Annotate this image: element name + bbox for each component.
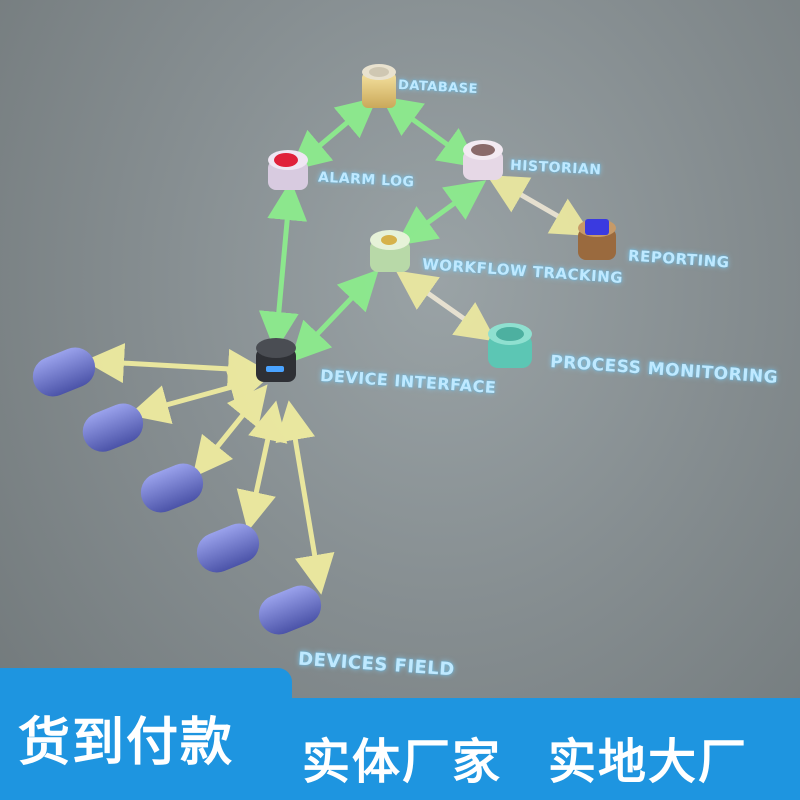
process-monitoring-node-icon (488, 323, 532, 368)
field-device-4-icon (196, 523, 260, 573)
device-links (84, 343, 335, 595)
field-devices (32, 347, 322, 635)
link-device-4 (236, 400, 288, 532)
promo-banner: 货到付款 实体厂家 实地大厂 (0, 668, 800, 800)
banner-left-panel (0, 668, 292, 800)
banner-left-text: 货到付款 (18, 713, 235, 773)
device-interface-node-icon (256, 338, 296, 382)
banner-right-text-1: 实体厂家 (302, 734, 503, 790)
link-device-1 (84, 343, 268, 389)
link-workflow-device-interface (290, 269, 379, 363)
link-device-2 (128, 368, 270, 424)
link-database-alarm-log (289, 97, 378, 171)
green-links (258, 96, 487, 363)
field-device-2-icon (82, 403, 144, 452)
database-node-icon (362, 64, 396, 108)
link-alarm-log-device-interface (258, 180, 308, 352)
link-database-historian (380, 96, 480, 168)
pale-links (395, 174, 593, 342)
alarm-log-node-icon (268, 150, 308, 190)
banner-right-text-2: 实地大厂 (548, 734, 749, 790)
field-device-5-icon (258, 585, 322, 635)
link-device-5 (275, 400, 335, 595)
link-workflow-process-monitoring (395, 270, 497, 342)
field-device-1-icon (32, 347, 96, 397)
historian-node-icon (463, 140, 503, 180)
link-device-3 (192, 384, 268, 478)
field-device-3-icon (140, 463, 204, 513)
link-historian-workflow (395, 180, 487, 246)
reporting-node-icon (578, 219, 616, 260)
workflow-tracking-node-icon (370, 230, 410, 272)
link-historian-reporting (486, 174, 593, 237)
